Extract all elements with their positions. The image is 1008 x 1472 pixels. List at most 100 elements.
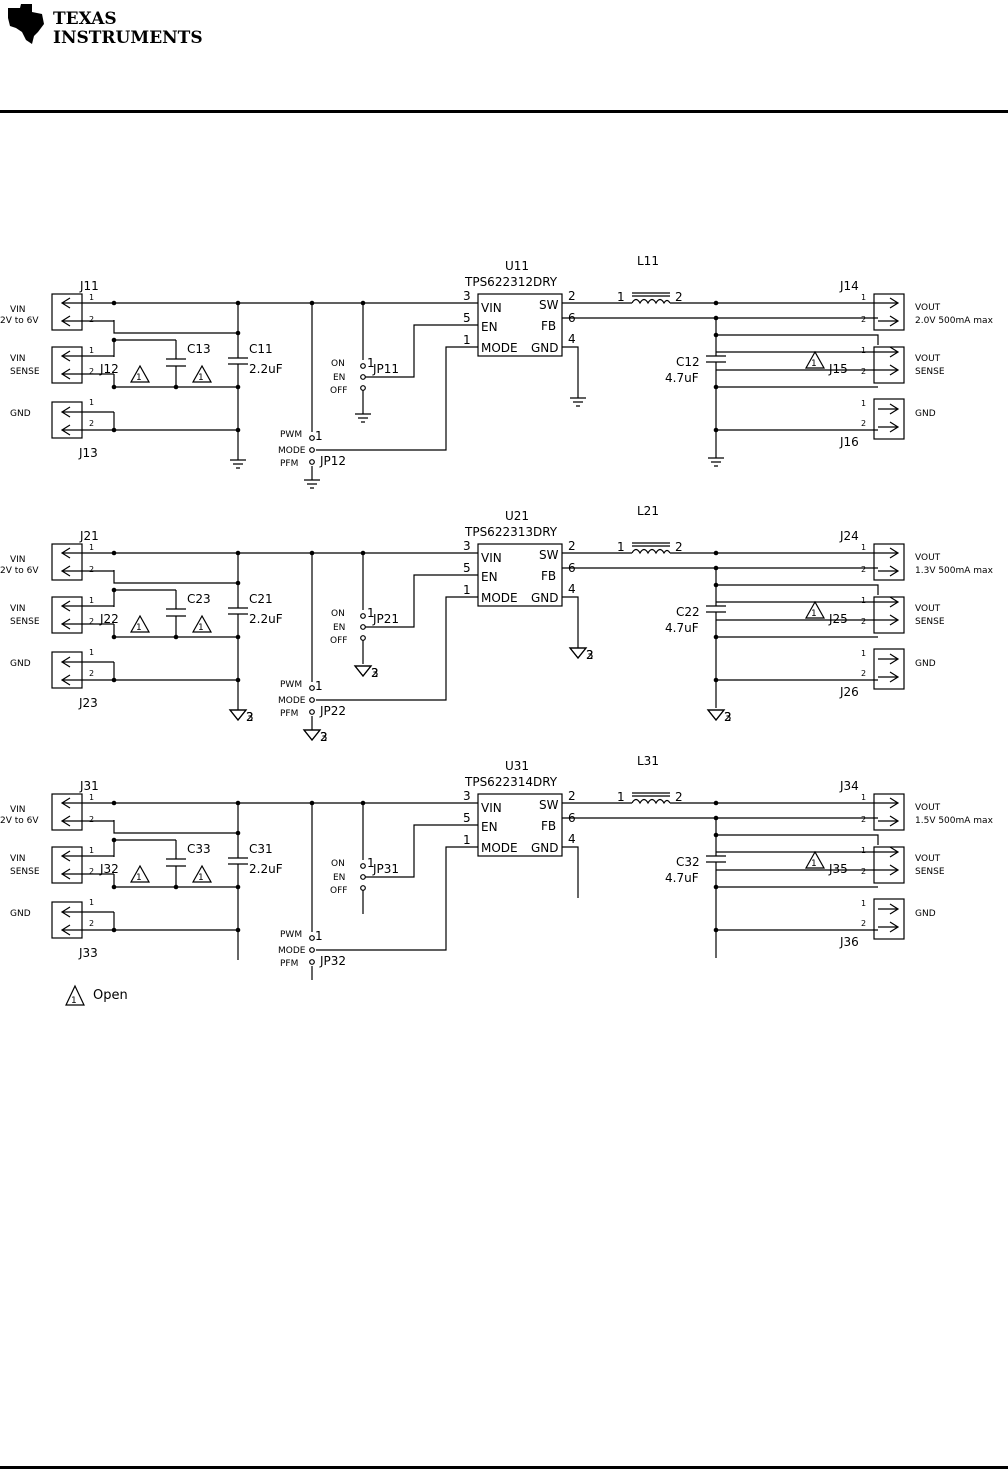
capacitor-in — [228, 857, 248, 865]
texas-state-icon — [8, 4, 44, 44]
ground-ref-label: 3 — [246, 710, 254, 724]
ref-j-vout: J24 — [839, 529, 859, 543]
ground-ref-label: 3 — [371, 666, 379, 680]
ground-ref-label: 3 — [586, 648, 594, 662]
ground-symbols — [230, 397, 724, 489]
connector-vout — [873, 543, 905, 581]
open-markers — [129, 600, 826, 633]
ground-ref-label: 2 — [586, 648, 594, 662]
open-marker-num: 1 — [198, 623, 204, 633]
connector-vin-sense — [51, 346, 114, 384]
value-c-in: 2.2uF — [249, 862, 283, 876]
legend-marker-icon — [65, 984, 85, 1006]
label-sense: SENSE — [10, 617, 40, 627]
connector-vin — [51, 793, 114, 831]
ref-j-vout: J14 — [839, 279, 859, 293]
connector-gnd-out — [873, 898, 905, 940]
legend-label: Open — [93, 988, 128, 1003]
ref-jp-en: JP21 — [372, 612, 399, 626]
connector-gnd-in — [51, 901, 114, 939]
ref-j-vout: J34 — [839, 779, 859, 793]
conn-pin-2: 2 — [861, 419, 866, 428]
label-vout: VOUT — [915, 803, 941, 813]
jp-en-pin1: 1 — [367, 606, 375, 620]
connector-vin-sense — [51, 596, 114, 634]
wires — [113, 552, 879, 730]
ic-pin-en: EN — [481, 320, 498, 334]
label-en-jp: EN — [333, 623, 345, 633]
ic-pin-vin: VIN — [481, 801, 502, 815]
capacitor-out — [706, 605, 726, 613]
label-vin-sense: VIN — [10, 854, 26, 864]
ground-ref-label: 3 — [320, 730, 328, 744]
conn-pin-1: 1 — [861, 346, 866, 355]
connector-vout — [873, 293, 905, 331]
circuit-labels: VIN 2V to 6V VIN SENSE GND 1 2 1 2 1 2 J… — [0, 504, 994, 719]
ic-pin-2: 2 — [568, 289, 576, 303]
label-gnd-out: GND — [915, 909, 936, 919]
ref-c-in: C31 — [249, 842, 273, 856]
ic-pin-gnd: GND — [531, 591, 559, 605]
conn-pin-1: 1 — [89, 846, 94, 855]
ic-pin-3: 3 — [463, 539, 471, 553]
label-gnd-out: GND — [915, 659, 936, 669]
circuit-labels: VIN 2V to 6V VIN SENSE GND 1 2 1 2 1 2 J… — [0, 754, 994, 969]
ref-j-gnd: J23 — [78, 696, 98, 710]
ic-pin-mode: MODE — [481, 841, 518, 855]
label-gnd-in: GND — [10, 659, 31, 669]
conn-pin-1: 1 — [89, 346, 94, 355]
conn-pin-1: 1 — [861, 793, 866, 802]
footer-rule — [0, 1466, 1008, 1469]
ref-jp-en: JP11 — [372, 362, 399, 376]
legend-marker-num: 1 — [71, 996, 77, 1006]
ic-pin-fb: FB — [541, 319, 556, 333]
circuit-labels: VIN 2V to 6V VIN SENSE GND 1 2 1 2 1 2 J… — [0, 254, 994, 469]
label-vout-sense: VOUT — [915, 854, 941, 864]
ground-ref-label: 3 — [724, 710, 732, 724]
conn-pin-2: 2 — [861, 919, 866, 928]
conn-pin-1: 1 — [89, 398, 94, 407]
ref-c-sense: C23 — [187, 592, 211, 606]
l-pin-1: 1 — [617, 290, 625, 304]
ref-l: L31 — [637, 754, 659, 768]
legend: 1 Open — [65, 984, 128, 1006]
part-number: TPS622312DRY — [464, 275, 558, 289]
circuit-3: VIN 2V to 6V VIN SENSE GND 1 2 1 2 1 2 J… — [0, 647, 994, 980]
ref-j-vinsense: J12 — [99, 362, 119, 376]
ic-pin-4: 4 — [568, 332, 576, 346]
conn-pin-2: 2 — [89, 867, 94, 876]
open-marker-num: 1 — [136, 623, 142, 633]
label-vin-sense: VIN — [10, 354, 26, 364]
conn-pin-1: 1 — [861, 899, 866, 908]
connector-vin — [51, 543, 114, 581]
ref-c-sense: C33 — [187, 842, 211, 856]
jp-mode-pin1: 1 — [315, 929, 323, 943]
ref-j-gndout: J26 — [839, 685, 859, 699]
header-rule — [0, 110, 1008, 113]
label-pwm: PWM — [280, 930, 302, 940]
conn-pin-2: 2 — [861, 367, 866, 376]
ic-pin-5: 5 — [463, 311, 471, 325]
label-mode-jp: MODE — [278, 946, 306, 956]
ref-jp-en: JP31 — [372, 862, 399, 876]
ic-pin-2: 2 — [568, 539, 576, 553]
label-on: ON — [331, 859, 345, 869]
conn-pin-1: 1 — [89, 898, 94, 907]
ref-c-sense: C13 — [187, 342, 211, 356]
label-mode-jp: MODE — [278, 696, 306, 706]
capacitor-in — [228, 607, 248, 615]
ref-l: L21 — [637, 504, 659, 518]
l-pin-2: 2 — [675, 290, 683, 304]
conn-pin-2: 2 — [89, 617, 94, 626]
label-off: OFF — [330, 886, 347, 896]
inductor — [631, 542, 671, 555]
label-vout: VOUT — [915, 553, 941, 563]
l-pin-1: 1 — [617, 790, 625, 804]
jumper-en — [360, 863, 366, 891]
ref-j-gndout: J16 — [839, 435, 859, 449]
label-vin: VIN — [10, 805, 26, 815]
ref-jp-mode: JP22 — [319, 704, 346, 718]
ic-pin-4: 4 — [568, 832, 576, 846]
conn-pin-2: 2 — [861, 315, 866, 324]
